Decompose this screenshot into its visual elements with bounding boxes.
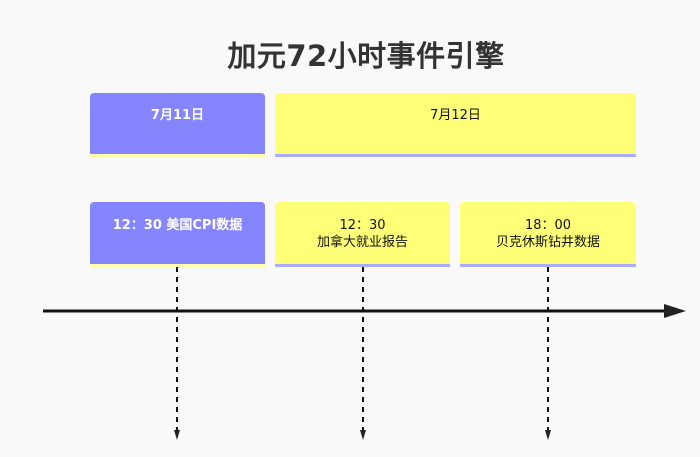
event-name: 加拿大就业报告 xyxy=(316,235,408,250)
date-label: 7月11日 xyxy=(150,108,205,123)
arrow-down-icon xyxy=(174,430,180,440)
event-label: 12：30 美国CPI数据 xyxy=(112,218,243,233)
event-box-canada-employment: 12：30 加拿大就业报告 xyxy=(275,202,450,267)
event-time: 18：00 xyxy=(524,218,572,233)
arrow-down-icon xyxy=(360,430,366,440)
event-connector-us-cpi xyxy=(174,267,180,440)
event-connector-canada-employment xyxy=(360,267,366,440)
date-box-jul-11: 7月11日 xyxy=(90,93,265,157)
arrow-down-icon xyxy=(545,430,551,440)
page-title: 加元72小时事件引擎 xyxy=(227,39,505,73)
event-box-us-cpi: 12：30 美国CPI数据 xyxy=(90,202,265,267)
date-label: 7月12日 xyxy=(430,108,481,123)
event-connector-baker-hughes xyxy=(545,267,551,440)
event-time: 12：30 xyxy=(339,218,386,233)
event-name: 贝克休斯钻井数据 xyxy=(495,235,600,250)
axis-arrow-icon xyxy=(664,304,686,318)
timeline-axis xyxy=(43,304,686,318)
date-box-jul-12: 7月12日 xyxy=(275,93,636,157)
event-box-baker-hughes: 18：00 贝克休斯钻井数据 xyxy=(460,202,636,267)
